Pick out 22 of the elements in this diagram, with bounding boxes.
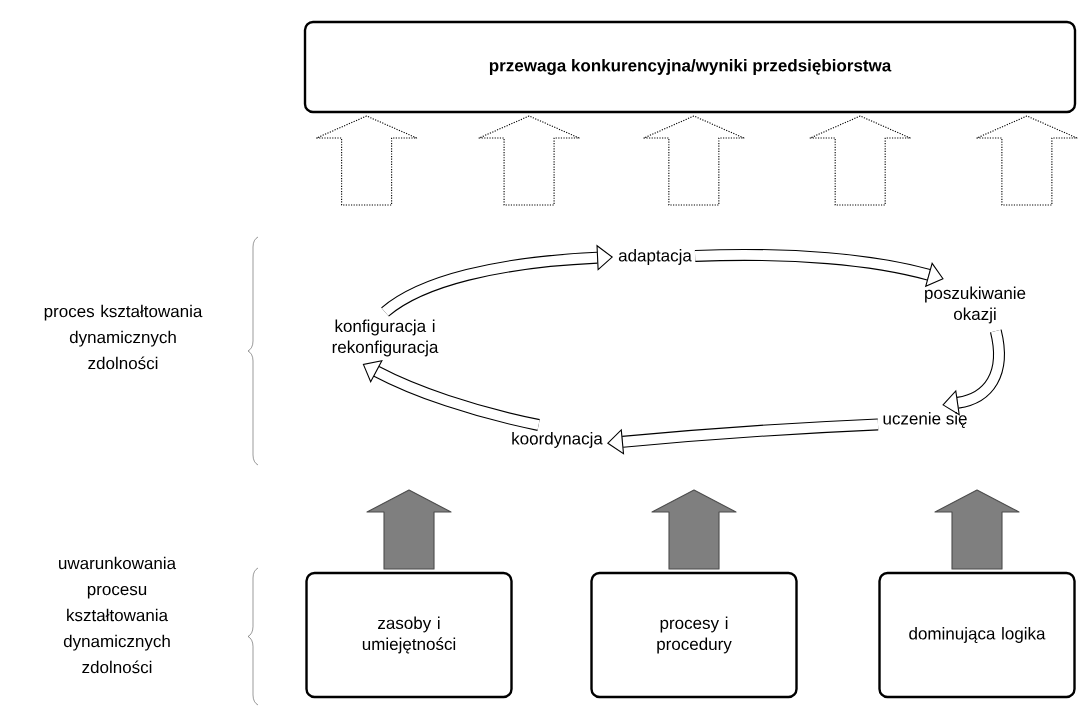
dotted-arrow <box>643 115 745 206</box>
stage-label: uczenie się <box>883 412 967 428</box>
block-arrow <box>366 489 452 570</box>
curved-arrow <box>607 418 879 455</box>
stage-label: konfiguracja i rekonfiguracja <box>332 319 439 357</box>
block-arrow <box>651 489 737 570</box>
block-arrow <box>934 489 1020 570</box>
dotted-arrow <box>316 115 418 206</box>
factor-box: dominująca logika <box>878 571 1076 699</box>
factor-box: procesy i procedury <box>590 571 798 699</box>
result-box: przewaga konkurencyjna/wyniki przedsiębiorstwa <box>303 20 1077 114</box>
stage-label: adaptacja <box>618 249 692 265</box>
curved-arrow <box>942 329 1005 416</box>
dotted-arrow <box>976 115 1078 206</box>
side-label: uwarunkowania procesu kształtowania dynamicznych zdolności <box>59 556 177 674</box>
curved-arrow <box>381 244 613 317</box>
factor-box: zasoby i umiejętności <box>305 571 513 699</box>
stage-label: koordynacja <box>512 432 603 448</box>
dotted-arrow <box>478 115 580 206</box>
stage-label: poszukiwanie okazji <box>925 286 1026 324</box>
dotted-arrow <box>809 115 911 206</box>
side-label: proces kształtowania dynamicznych zdolności <box>44 304 203 370</box>
